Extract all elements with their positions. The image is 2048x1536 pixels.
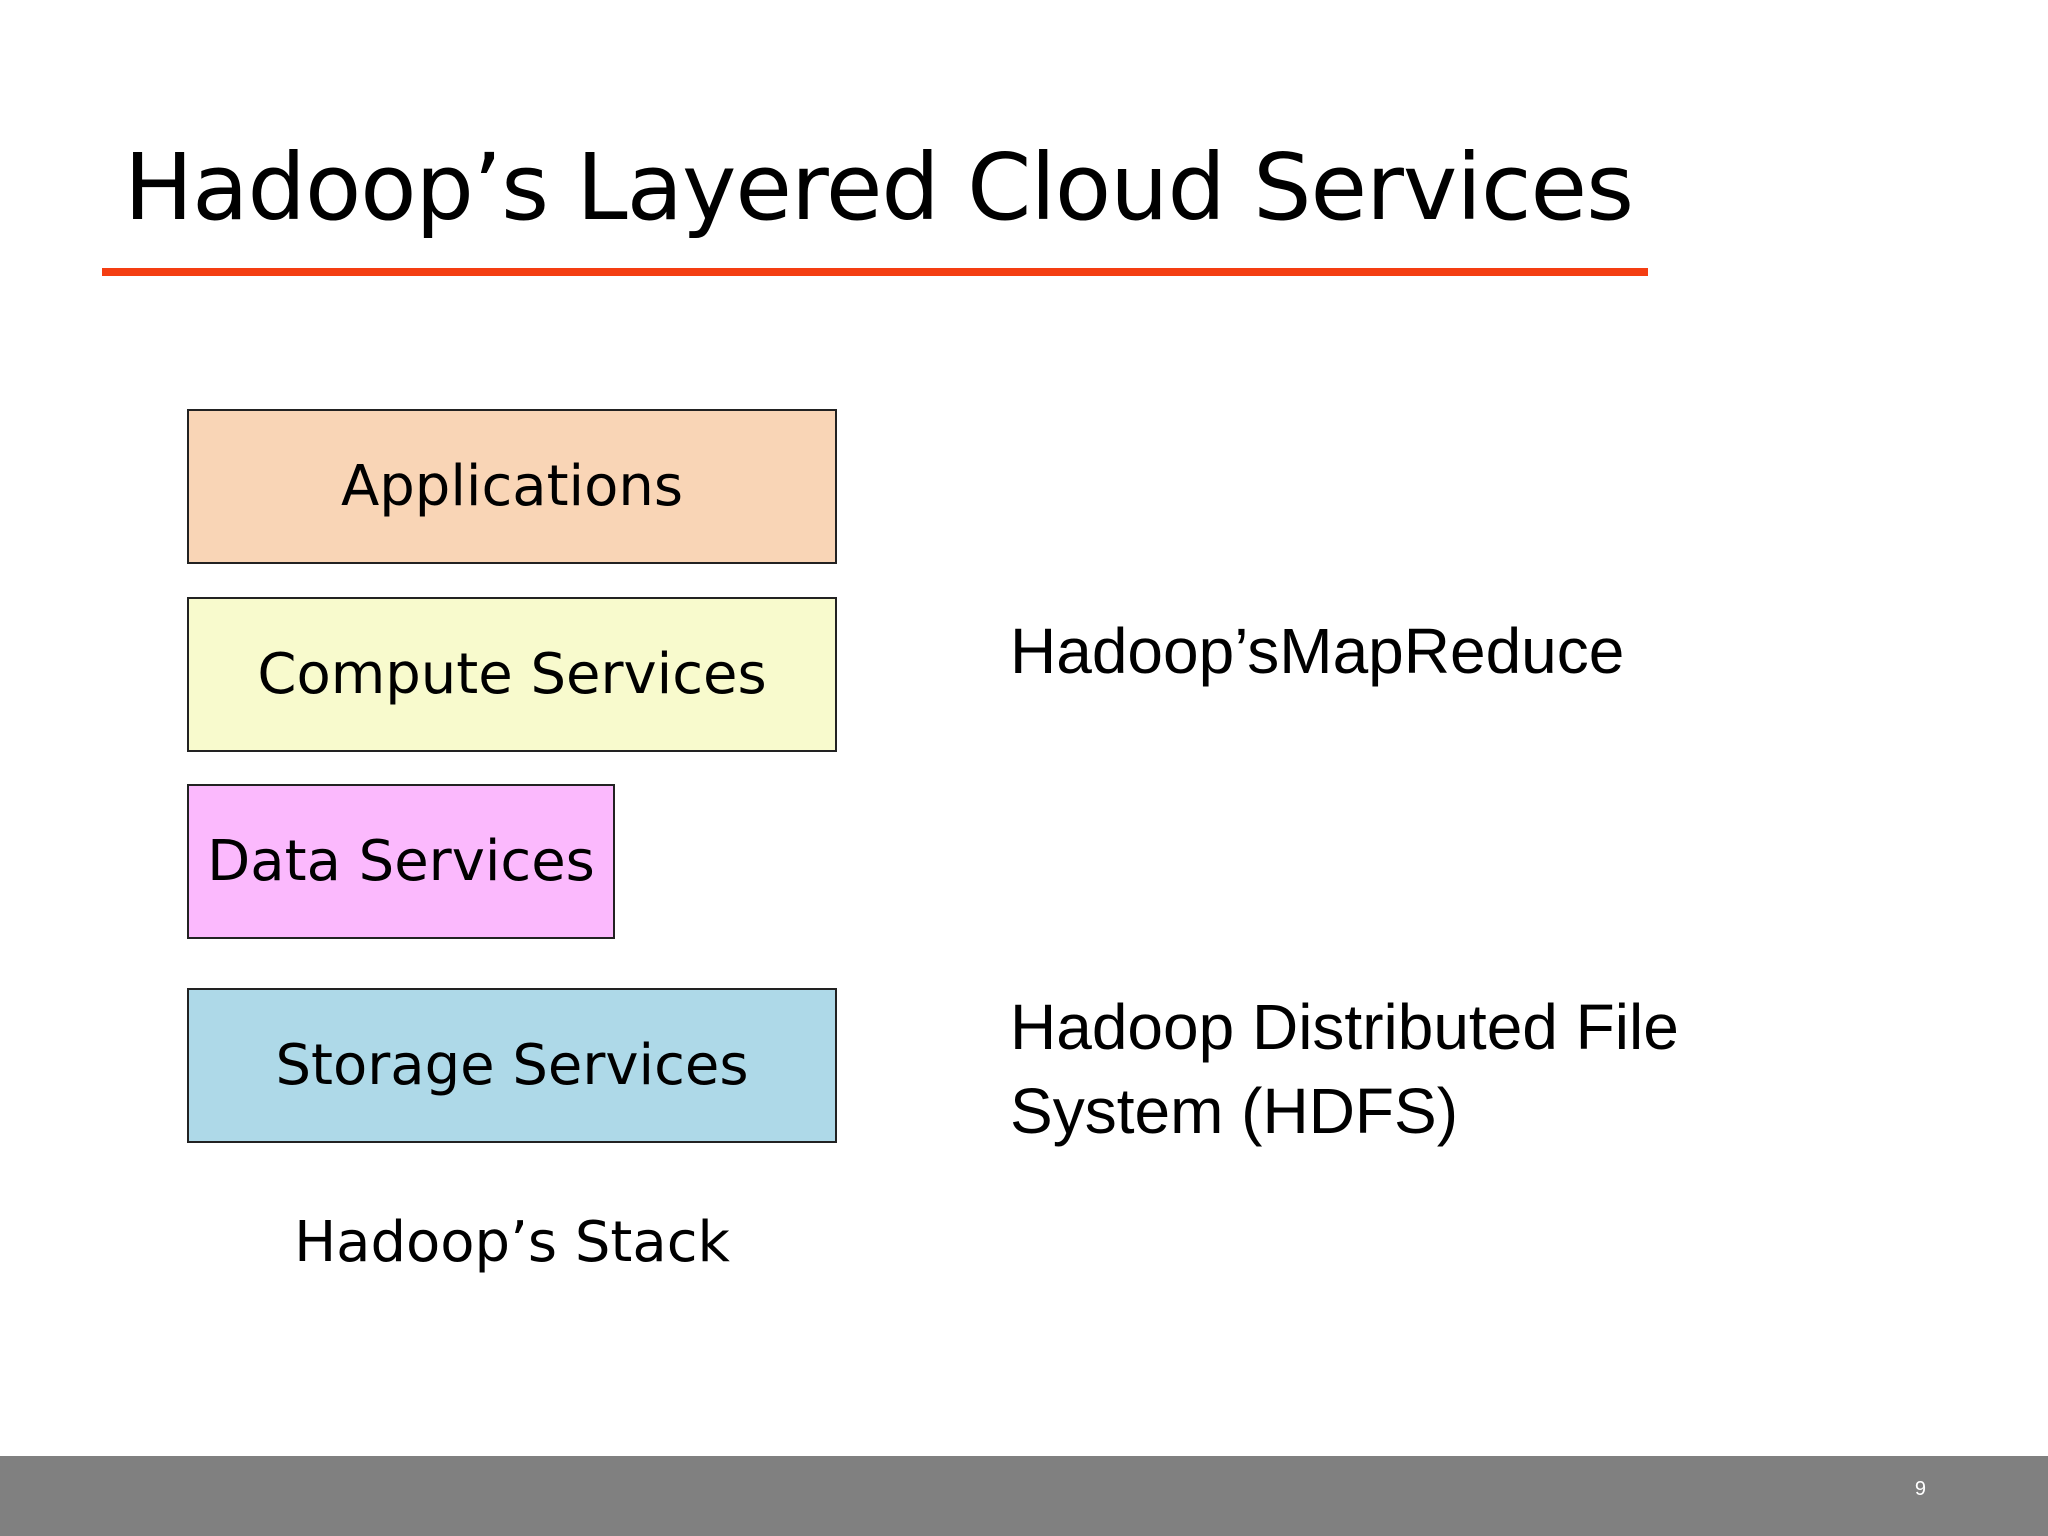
footer-bar: 9: [0, 1456, 2048, 1536]
layer-compute-services: Compute Services: [187, 597, 837, 752]
layer-storage-services-label: Storage Services: [275, 1033, 749, 1098]
page-number: 9: [1914, 1478, 1926, 1500]
layer-applications-label: Applications: [340, 454, 684, 519]
stack-caption: Hadoop’s Stack: [294, 1210, 730, 1275]
layer-storage-services: Storage Services: [187, 988, 837, 1143]
layer-data-services-label: Data Services: [207, 829, 595, 894]
slide-title: Hadoop’s Layered Cloud Services: [124, 134, 1634, 241]
title-underline: [102, 268, 1648, 276]
hdfs-label: Hadoop Distributed File System (HDFS): [1010, 991, 1679, 1147]
layer-data-services: Data Services: [187, 784, 615, 939]
mapreduce-label: Hadoop’sMapReduce: [1010, 615, 1625, 687]
layer-compute-services-label: Compute Services: [257, 642, 767, 707]
layer-applications: Applications: [187, 409, 837, 564]
